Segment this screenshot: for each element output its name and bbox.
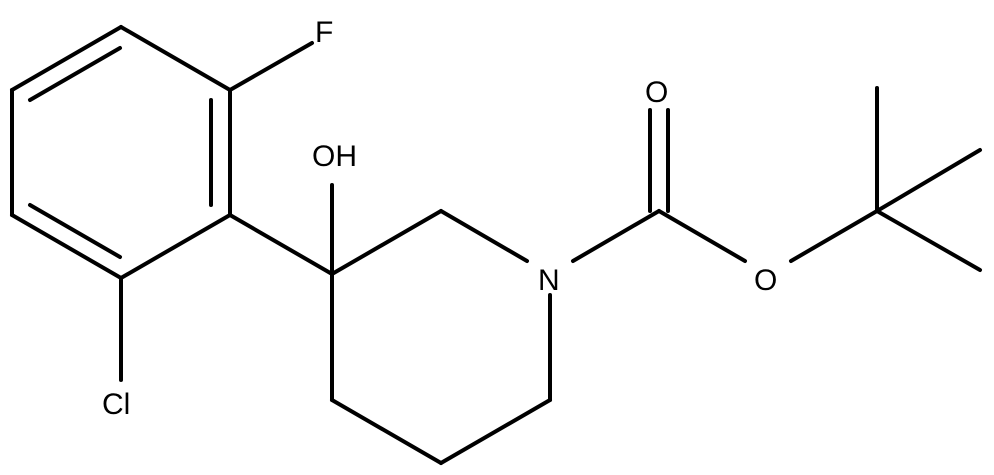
bond-ring-bottom-left-inner (28, 203, 122, 259)
bond-tbu-me-right-up (875, 148, 982, 213)
bond-oester-ctert (789, 209, 879, 263)
ester-oxygen-label: O (754, 264, 777, 297)
bond-ring-top-right (119, 25, 232, 92)
bond-c5-c4 (330, 398, 443, 465)
hydroxyl-label: OH (312, 140, 357, 173)
bond-tbu-me-right-down (875, 209, 982, 272)
fluorine-label: F (315, 16, 333, 49)
bond-ring-top-inner (28, 46, 122, 102)
bond-c6-c5 (439, 398, 552, 465)
bond-aryl-c3 (228, 213, 334, 276)
atom-labels: F Cl OH N O O (102, 16, 777, 421)
bond-carbonyl-oester (657, 209, 747, 263)
nitrogen-label: N (538, 264, 560, 297)
bond-c3-c2 (330, 209, 443, 276)
bonds (10, 25, 982, 465)
carbonyl-oxygen-label: O (645, 76, 668, 109)
bond-c-f (228, 41, 314, 92)
chlorine-label: Cl (102, 388, 130, 421)
bond-ring-bottom-left (10, 213, 123, 280)
bond-ring-top (10, 25, 123, 92)
bond-n-carbonyl (571, 209, 661, 263)
bond-c2-n (439, 209, 529, 263)
bond-ring-bottom-right (119, 213, 232, 280)
